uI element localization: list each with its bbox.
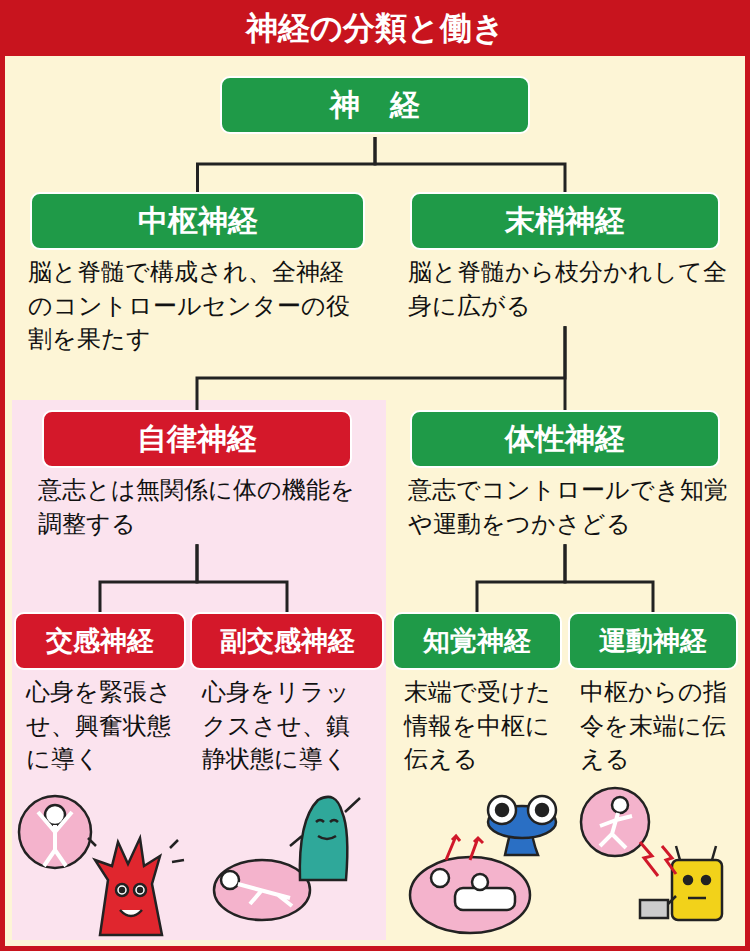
tree-connector [565,544,653,612]
description-text: 脳と脊髄から枝分かれして全身に広がる [408,256,728,323]
node: 運動神経中枢からの指令を末端に伝える [568,612,738,777]
description-text: 中枢からの指令を末端に伝える [580,676,730,777]
tree-connector [375,137,565,192]
leaf-box: 知覚神経 [392,612,562,670]
tree-connector [564,326,567,410]
tree-connector [197,544,287,612]
description-text: 脳と脊髄で構成され、全神経のコントロールセンターの役割を果たす [28,256,368,357]
relaxed-figure [214,797,360,920]
node: 体性神経意志でコントロールでき知覚や運動をつかさどる [410,410,720,541]
tree-connector [198,137,376,192]
node: 中枢神経脳と脊髄で構成され、全神経のコントロールセンターの役割を果たす [30,192,365,357]
description-text: 心身を緊張させ、興奮状態に導く [26,676,178,777]
description-text: 意志とは無関係に体の機能を調整する [38,474,368,541]
leaf-box: 交感神経 [14,612,186,670]
title: 神経の分類と働き [0,0,750,56]
tree-connector [100,544,197,612]
autonomic-region [12,400,386,940]
tree-connector [197,326,565,410]
root-box: 神 経 [220,76,530,134]
node: 交感神経心身を緊張させ、興奮状態に導く [14,612,186,777]
leaf-box: 副交感神経 [190,612,384,670]
tree-connector [477,544,565,612]
category-box: 中枢神経 [30,192,365,250]
node: 副交感神経心身をリラックスさせ、鎮静状態に導く [190,612,384,777]
category-box: 自律神経 [42,410,352,468]
description-text: 末端で受けた情報を中枢に伝える [404,676,554,777]
node: 自律神経意志とは無関係に体の機能を調整する [42,410,352,541]
leaf-box: 運動神経 [568,612,738,670]
category-box: 体性神経 [410,410,720,468]
motor-figure [581,788,722,920]
node: 知覚神経末端で受けた情報を中枢に伝える [392,612,562,777]
node: 末梢神経脳と脊髄から枝分かれして全身に広がる [410,192,720,323]
node: 神 経 [220,76,530,134]
category-box: 末梢神経 [410,192,720,250]
sensory-figure [410,796,556,933]
description-text: 心身をリラックスさせ、鎮静状態に導く [202,676,368,777]
description-text: 意志でコントロールでき知覚や運動をつかさどる [408,474,728,541]
excited-figure [19,796,184,935]
